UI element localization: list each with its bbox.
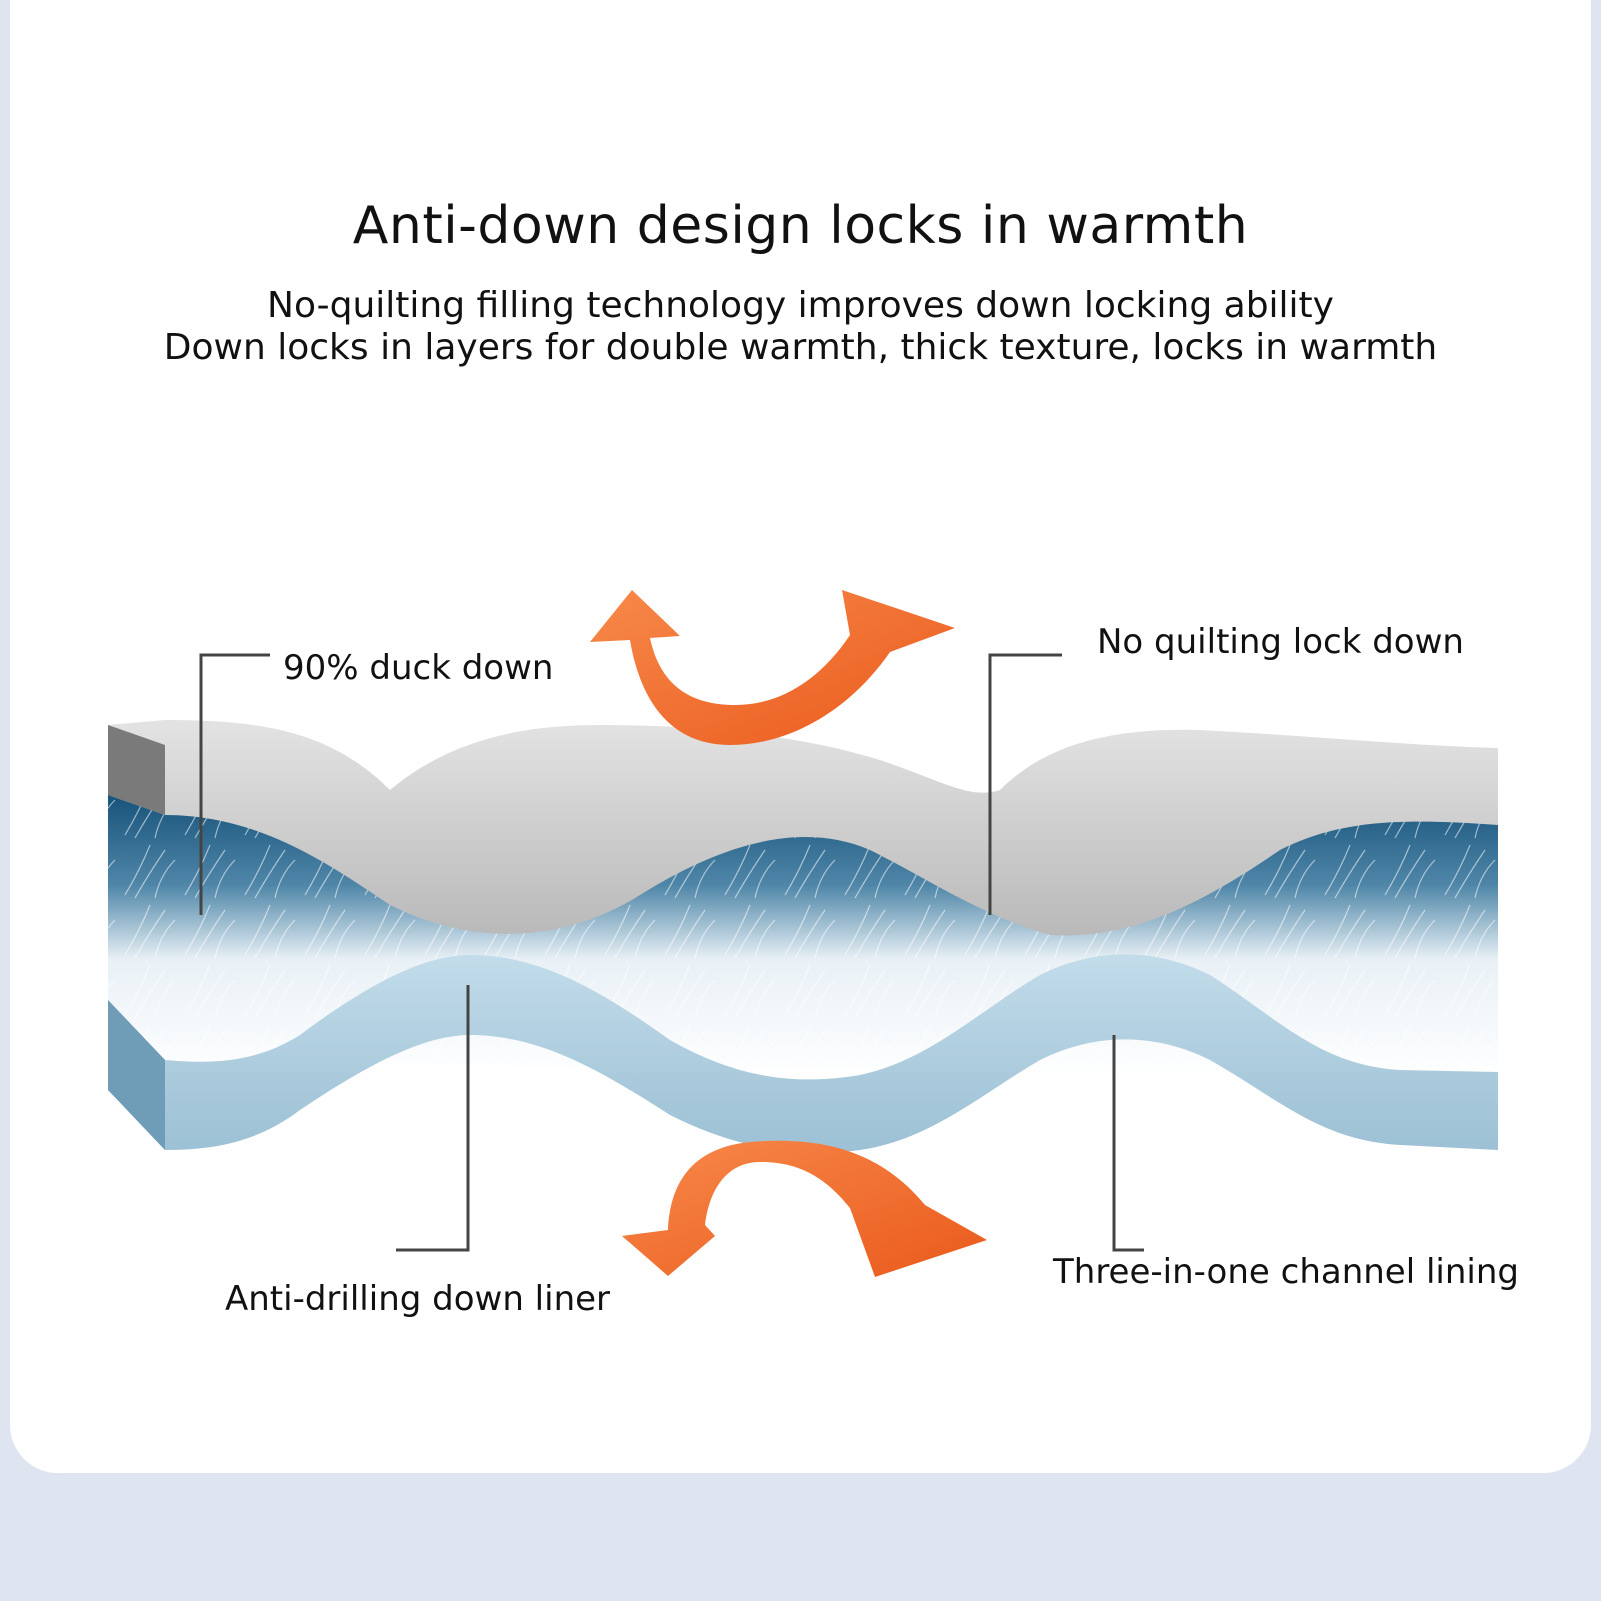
callout-line-no-quilting	[988, 653, 1062, 915]
callout-line-duck-down	[199, 653, 270, 915]
curved-arrow-icon	[622, 1140, 987, 1277]
callout-no-quilting: No quilting lock down	[1097, 622, 1464, 662]
callout-duck-down: 90% duck down	[283, 648, 554, 688]
callout-lines	[199, 653, 1144, 1252]
bottom-fabric-layer	[108, 954, 1498, 1153]
callout-down-liner: Anti-drilling down liner	[225, 1279, 611, 1319]
callout-channel-lining: Three-in-one channel lining	[1053, 1252, 1519, 1292]
subtitle-line-1: No-quilting filling technology improves …	[267, 285, 1334, 326]
callout-line-channel	[1112, 1035, 1144, 1252]
page-title: Anti-down design locks in warmth	[352, 196, 1249, 256]
subtitle-line-2: Down locks in layers for double warmth, …	[163, 327, 1438, 368]
curved-arrow-icon	[590, 590, 955, 745]
callout-line-liner	[396, 985, 470, 1252]
top-fabric-layer	[108, 720, 1498, 936]
